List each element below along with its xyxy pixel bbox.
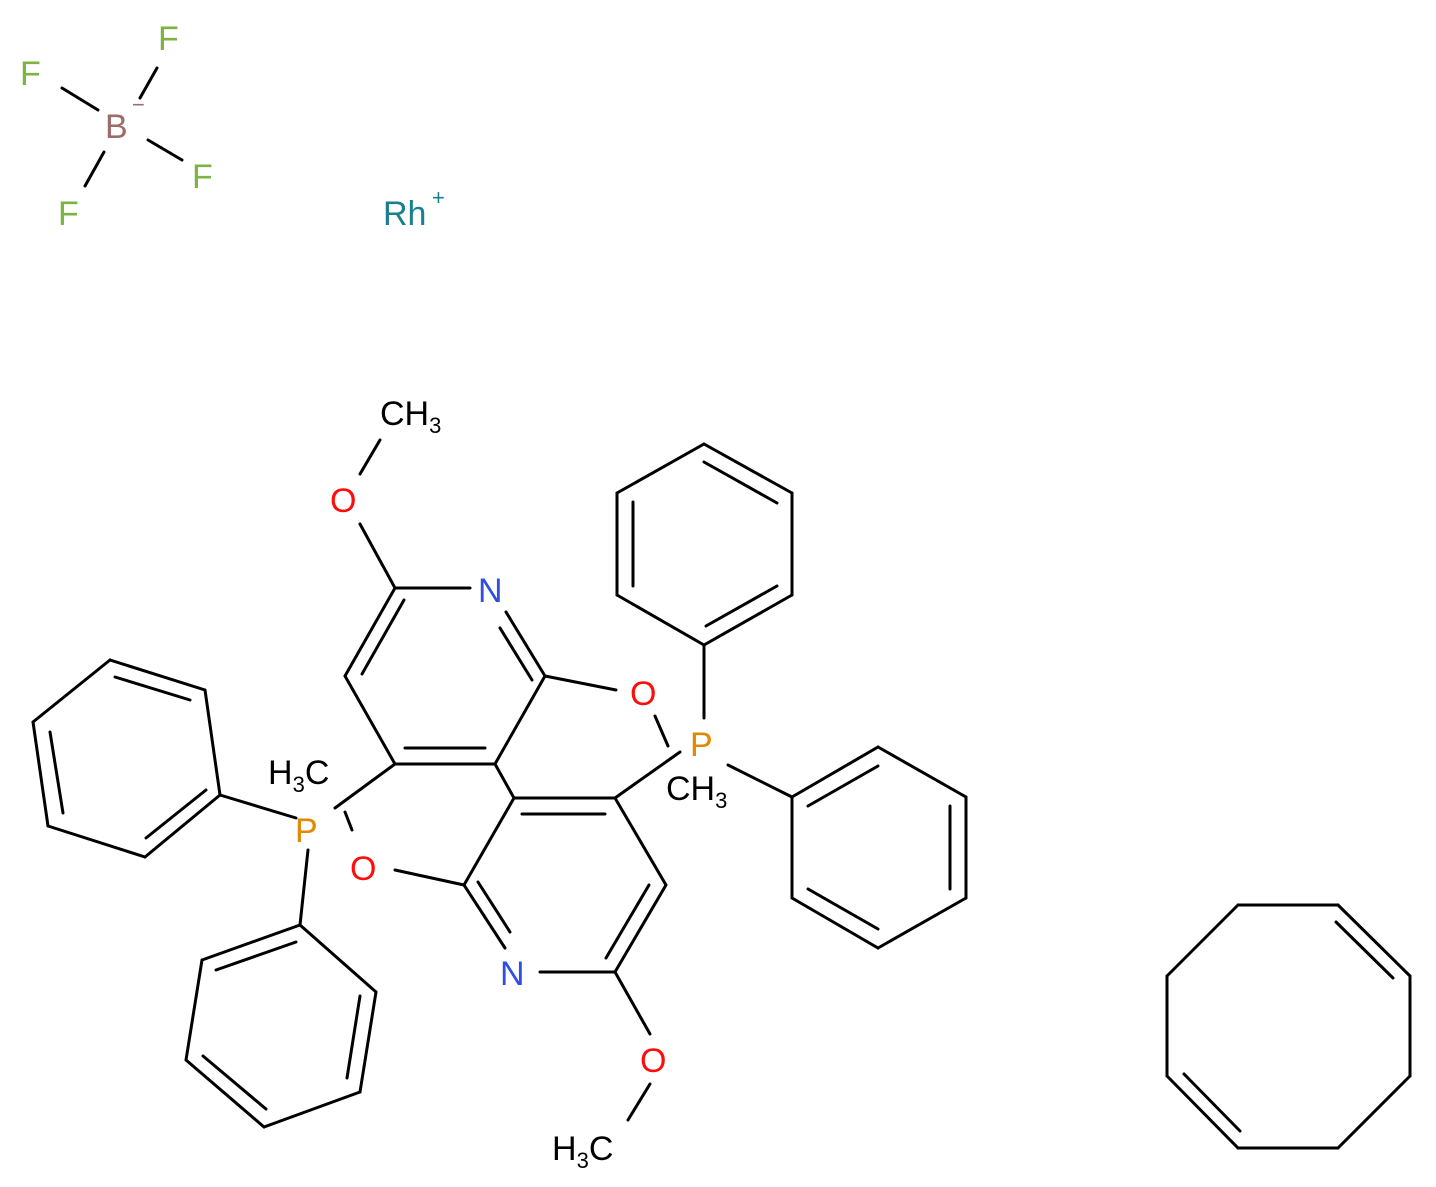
rhodium-cation: Rh + (383, 185, 445, 233)
methyl-group: CH3 (666, 770, 727, 813)
tetrafluoroborate: F F F F B − (20, 20, 213, 233)
bond (143, 793, 222, 859)
bond (702, 593, 794, 647)
cyclooctadiene-ring (1165, 903, 1412, 1150)
bond (462, 883, 507, 950)
nitrogen-atom: N (500, 955, 525, 993)
bond (31, 720, 50, 828)
bond (476, 880, 512, 934)
bond (615, 593, 706, 647)
bond (613, 970, 652, 1036)
bond (298, 848, 310, 927)
bond (498, 626, 534, 682)
bond-b-f-right (146, 138, 184, 162)
bond (604, 883, 651, 960)
oxygen-atom: O (640, 1042, 666, 1080)
bond (1334, 920, 1395, 980)
bond (876, 745, 968, 799)
bond (615, 442, 706, 495)
fluorine-atom: F (20, 55, 41, 93)
bond (184, 958, 204, 1062)
bond (1336, 1074, 1412, 1150)
boron-atom: B (105, 108, 128, 146)
oxygen-atom: O (330, 482, 356, 520)
lower-pyridine-ring (343, 750, 682, 1122)
bond (31, 658, 112, 724)
bond (613, 796, 668, 887)
carbon-label: H3C (552, 1130, 613, 1173)
bond (333, 762, 397, 810)
bond (343, 674, 397, 766)
nitrogen-atom: N (478, 572, 503, 610)
phosphorus-atom: P (295, 812, 318, 850)
oxygen-atom: O (350, 850, 376, 888)
bond-b-f-bottom (83, 150, 106, 188)
right-diphenylphosphino (615, 442, 968, 950)
boron-charge: − (132, 92, 145, 117)
bond (1182, 1072, 1242, 1133)
rhodium-atom: Rh (383, 195, 426, 233)
bond (876, 896, 968, 950)
bond (298, 923, 378, 994)
bond (358, 522, 397, 590)
bond (214, 940, 298, 972)
fluorine-atom: F (58, 195, 79, 233)
carbon-label: H3C (268, 754, 329, 797)
bond (790, 745, 880, 799)
bond-b-f-left (60, 86, 100, 112)
bond (790, 896, 880, 950)
bond (360, 598, 406, 676)
bond (48, 730, 65, 815)
fluorine-atom: F (192, 158, 213, 196)
bond (613, 883, 668, 974)
bond (726, 763, 794, 799)
bond (806, 764, 880, 808)
bond (1336, 903, 1412, 978)
bond (113, 675, 192, 702)
bond (504, 610, 547, 678)
biaryl-bond (493, 762, 516, 800)
bond (543, 674, 618, 692)
bond (358, 438, 382, 476)
bond (358, 990, 378, 1094)
bond (108, 658, 207, 692)
bond (345, 994, 362, 1080)
bond (702, 460, 779, 505)
fluorine-atom: F (158, 20, 179, 58)
bond (218, 793, 298, 820)
bond (203, 688, 222, 797)
bond (704, 584, 779, 628)
bond (343, 586, 397, 678)
bond (1165, 1074, 1240, 1150)
bond (46, 824, 147, 859)
bond (613, 750, 682, 800)
bond (184, 1058, 266, 1129)
bond (200, 923, 302, 962)
bond (144, 788, 208, 840)
methyl-group: H3C (552, 1130, 613, 1173)
bond (201, 1054, 268, 1111)
bond-b-f-top (138, 66, 159, 100)
bond (462, 796, 516, 887)
bond (806, 887, 880, 931)
rhodium-charge: + (432, 185, 445, 210)
bond (653, 714, 670, 748)
bond (343, 810, 354, 832)
left-diphenylphosphino (31, 658, 378, 1129)
methyl-group: CH3 (380, 395, 441, 438)
carbon-label: CH3 (666, 770, 727, 813)
oxygen-atom: O (630, 675, 656, 713)
bond (1165, 903, 1240, 978)
upper-pyridine-ring (333, 438, 670, 810)
carbon-label: CH3 (380, 395, 441, 438)
phosphorus-atom: P (690, 726, 713, 764)
bond (493, 674, 547, 766)
bond (393, 868, 466, 887)
methyl-group: H3C (268, 754, 329, 797)
bond (702, 442, 794, 495)
bond (626, 1082, 652, 1122)
bond (262, 1090, 362, 1129)
